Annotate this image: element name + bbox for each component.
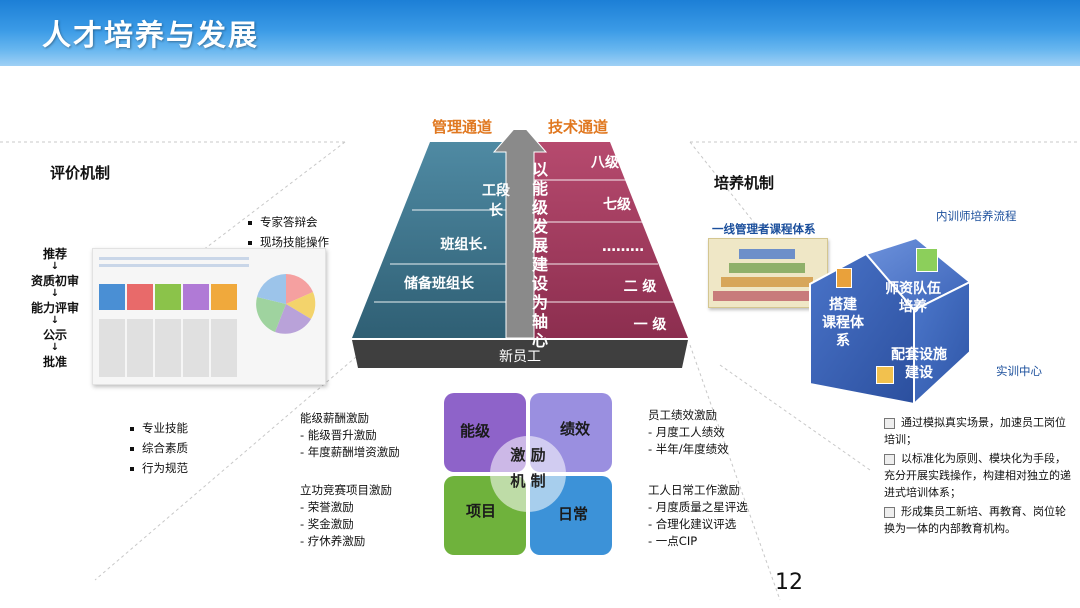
- page-title: 人才培养与发展: [42, 18, 260, 52]
- pyramid-level-banzuzhang: 班组长.: [440, 237, 488, 253]
- evaluation-flow: 推荐 ↓ 资质初审 ↓ 能力评审 ↓ 公示 ↓ 批准: [20, 245, 90, 370]
- checkbox-icon: [884, 506, 895, 518]
- down-arrow-icon: ↓: [50, 288, 60, 299]
- bullet-icon: [248, 240, 252, 245]
- down-arrow-icon: ↓: [50, 342, 60, 353]
- incentive-line: - 能级晋升激励: [300, 428, 377, 442]
- incentive-line: 能级薪酬激励: [300, 411, 369, 425]
- flow-step: 能力评审: [30, 301, 79, 315]
- bullet-text: 专家答辩会: [260, 215, 318, 229]
- books-icon: [836, 268, 852, 288]
- incentive-line: - 月度工人绩效: [648, 425, 725, 439]
- incentive-center-top: 激 励: [510, 446, 546, 464]
- incentive-center-bottom: 机 制: [510, 472, 546, 490]
- quadrant-jixiao: 绩效: [560, 420, 591, 438]
- incentive-line: 工人日常工作激励: [648, 483, 740, 497]
- incentive-right-bottom: 工人日常工作激励 - 月度质量之星评选 - 合理化建议评选 - 一点CIP: [648, 482, 748, 550]
- bullet-text: 现场技能操作: [260, 235, 329, 249]
- cube-right-label: 配套设施 建设: [891, 347, 947, 381]
- training-cube: [809, 236, 972, 406]
- incentive-line: - 荣誉激励: [300, 500, 354, 514]
- trainer-flow-label: 内训师培养流程: [936, 209, 1017, 223]
- training-point: 通过模拟真实场景，加速员工岗位培训；: [884, 416, 1066, 446]
- evaluation-bottom-bullets: 专业技能 综合素质 行为规范: [130, 418, 188, 478]
- incentive-line: - 月度质量之星评选: [648, 500, 748, 514]
- tech-level-2: 二 级: [623, 279, 657, 295]
- quadrant-nengji: 能级: [460, 422, 491, 440]
- pyramid-level-reserve: 储备班组长: [404, 276, 474, 292]
- incentive-line: - 年度薪酬增资激励: [300, 445, 400, 459]
- tech-level-8: 八级: [591, 155, 619, 171]
- tech-level-1: 一 级: [633, 317, 667, 333]
- incentive-line: - 半年/年度绩效: [648, 442, 729, 456]
- flow-step: 推荐: [42, 247, 67, 261]
- bullet-icon: [130, 426, 134, 431]
- evaluation-heading: 评价机制: [50, 164, 111, 182]
- incentive-left-bottom: 立功竞赛项目激励 - 荣誉激励 - 奖金激励 - 疗休养激励: [300, 482, 392, 550]
- career-pyramid: [352, 130, 688, 368]
- checkbox-icon: [884, 417, 895, 429]
- incentive-left-top: 能级薪酬激励 - 能级晋升激励 - 年度薪酬增资激励: [300, 410, 400, 461]
- tech-level-7: 七级: [603, 197, 631, 213]
- cube-top-label: 师资队伍 培养: [885, 281, 941, 315]
- cube-left-label: 搭建 课程体 系: [822, 297, 864, 349]
- management-channel-label: 管理通道: [432, 118, 493, 136]
- curriculum-thumbnail: [708, 238, 828, 308]
- header-bar: [0, 0, 1080, 66]
- flow-step: 批准: [42, 355, 67, 369]
- pyramid-level-gongduanzhang: 工段长: [482, 183, 510, 219]
- bullet-text: 专业技能: [142, 421, 188, 435]
- bullet-text: 综合素质: [142, 441, 188, 455]
- bullet-icon: [248, 220, 252, 225]
- pyramid-axis-text: 以能级发展建设为轴心: [531, 160, 548, 350]
- pie-thumbnail-icon: [256, 274, 316, 334]
- bullet-icon: [130, 446, 134, 451]
- incentive-right-top: 员工绩效激励 - 月度工人绩效 - 半年/年度绩效: [648, 407, 729, 458]
- down-arrow-icon: ↓: [50, 315, 60, 326]
- quadrant-richang: 日常: [558, 505, 589, 523]
- training-heading: 培养机制: [714, 174, 775, 192]
- flow-step: 资质初审: [30, 274, 79, 288]
- bullet-icon: [130, 466, 134, 471]
- incentive-line: - 一点CIP: [648, 534, 698, 548]
- evaluation-thumbnail: [92, 248, 326, 385]
- flow-step: 公示: [42, 328, 67, 342]
- training-point: 以标准化为原则、模块化为手段，充分开展实践操作，构建相对独立的递进式培训体系；: [884, 452, 1071, 499]
- incentive-line: - 奖金激励: [300, 517, 354, 531]
- quadrant-xiangmu: 项目: [466, 502, 497, 520]
- incentive-quadrant: [444, 393, 612, 555]
- incentive-line: - 合理化建议评选: [648, 517, 737, 531]
- incentive-line: 立功竞赛项目激励: [300, 483, 392, 497]
- tech-level-ellipsis: ………: [602, 239, 644, 255]
- pencils-icon: [916, 248, 938, 272]
- evaluation-top-bullets: 专家答辩会 现场技能操作: [248, 212, 329, 252]
- blocks-icon: [876, 366, 894, 384]
- pyramid-base-label: 新员工: [499, 349, 541, 365]
- incentive-line: 员工绩效激励: [648, 408, 717, 422]
- technical-channel-label: 技术通道: [548, 118, 609, 136]
- practice-center-label: 实训中心: [996, 364, 1042, 378]
- page-number: 12: [775, 570, 803, 595]
- bullet-text: 行为规范: [142, 461, 188, 475]
- training-point: 形成集员工新培、再教育、岗位轮换为一体的内部教育机构。: [884, 505, 1066, 535]
- training-points: 通过模拟真实场景，加速员工岗位培训； 以标准化为原则、模块化为手段，充分开展实践…: [884, 414, 1074, 537]
- curriculum-label: 一线管理者课程体系: [712, 222, 816, 236]
- checkbox-icon: [884, 453, 895, 465]
- down-arrow-icon: ↓: [50, 261, 60, 272]
- incentive-line: - 疗休养激励: [300, 534, 366, 548]
